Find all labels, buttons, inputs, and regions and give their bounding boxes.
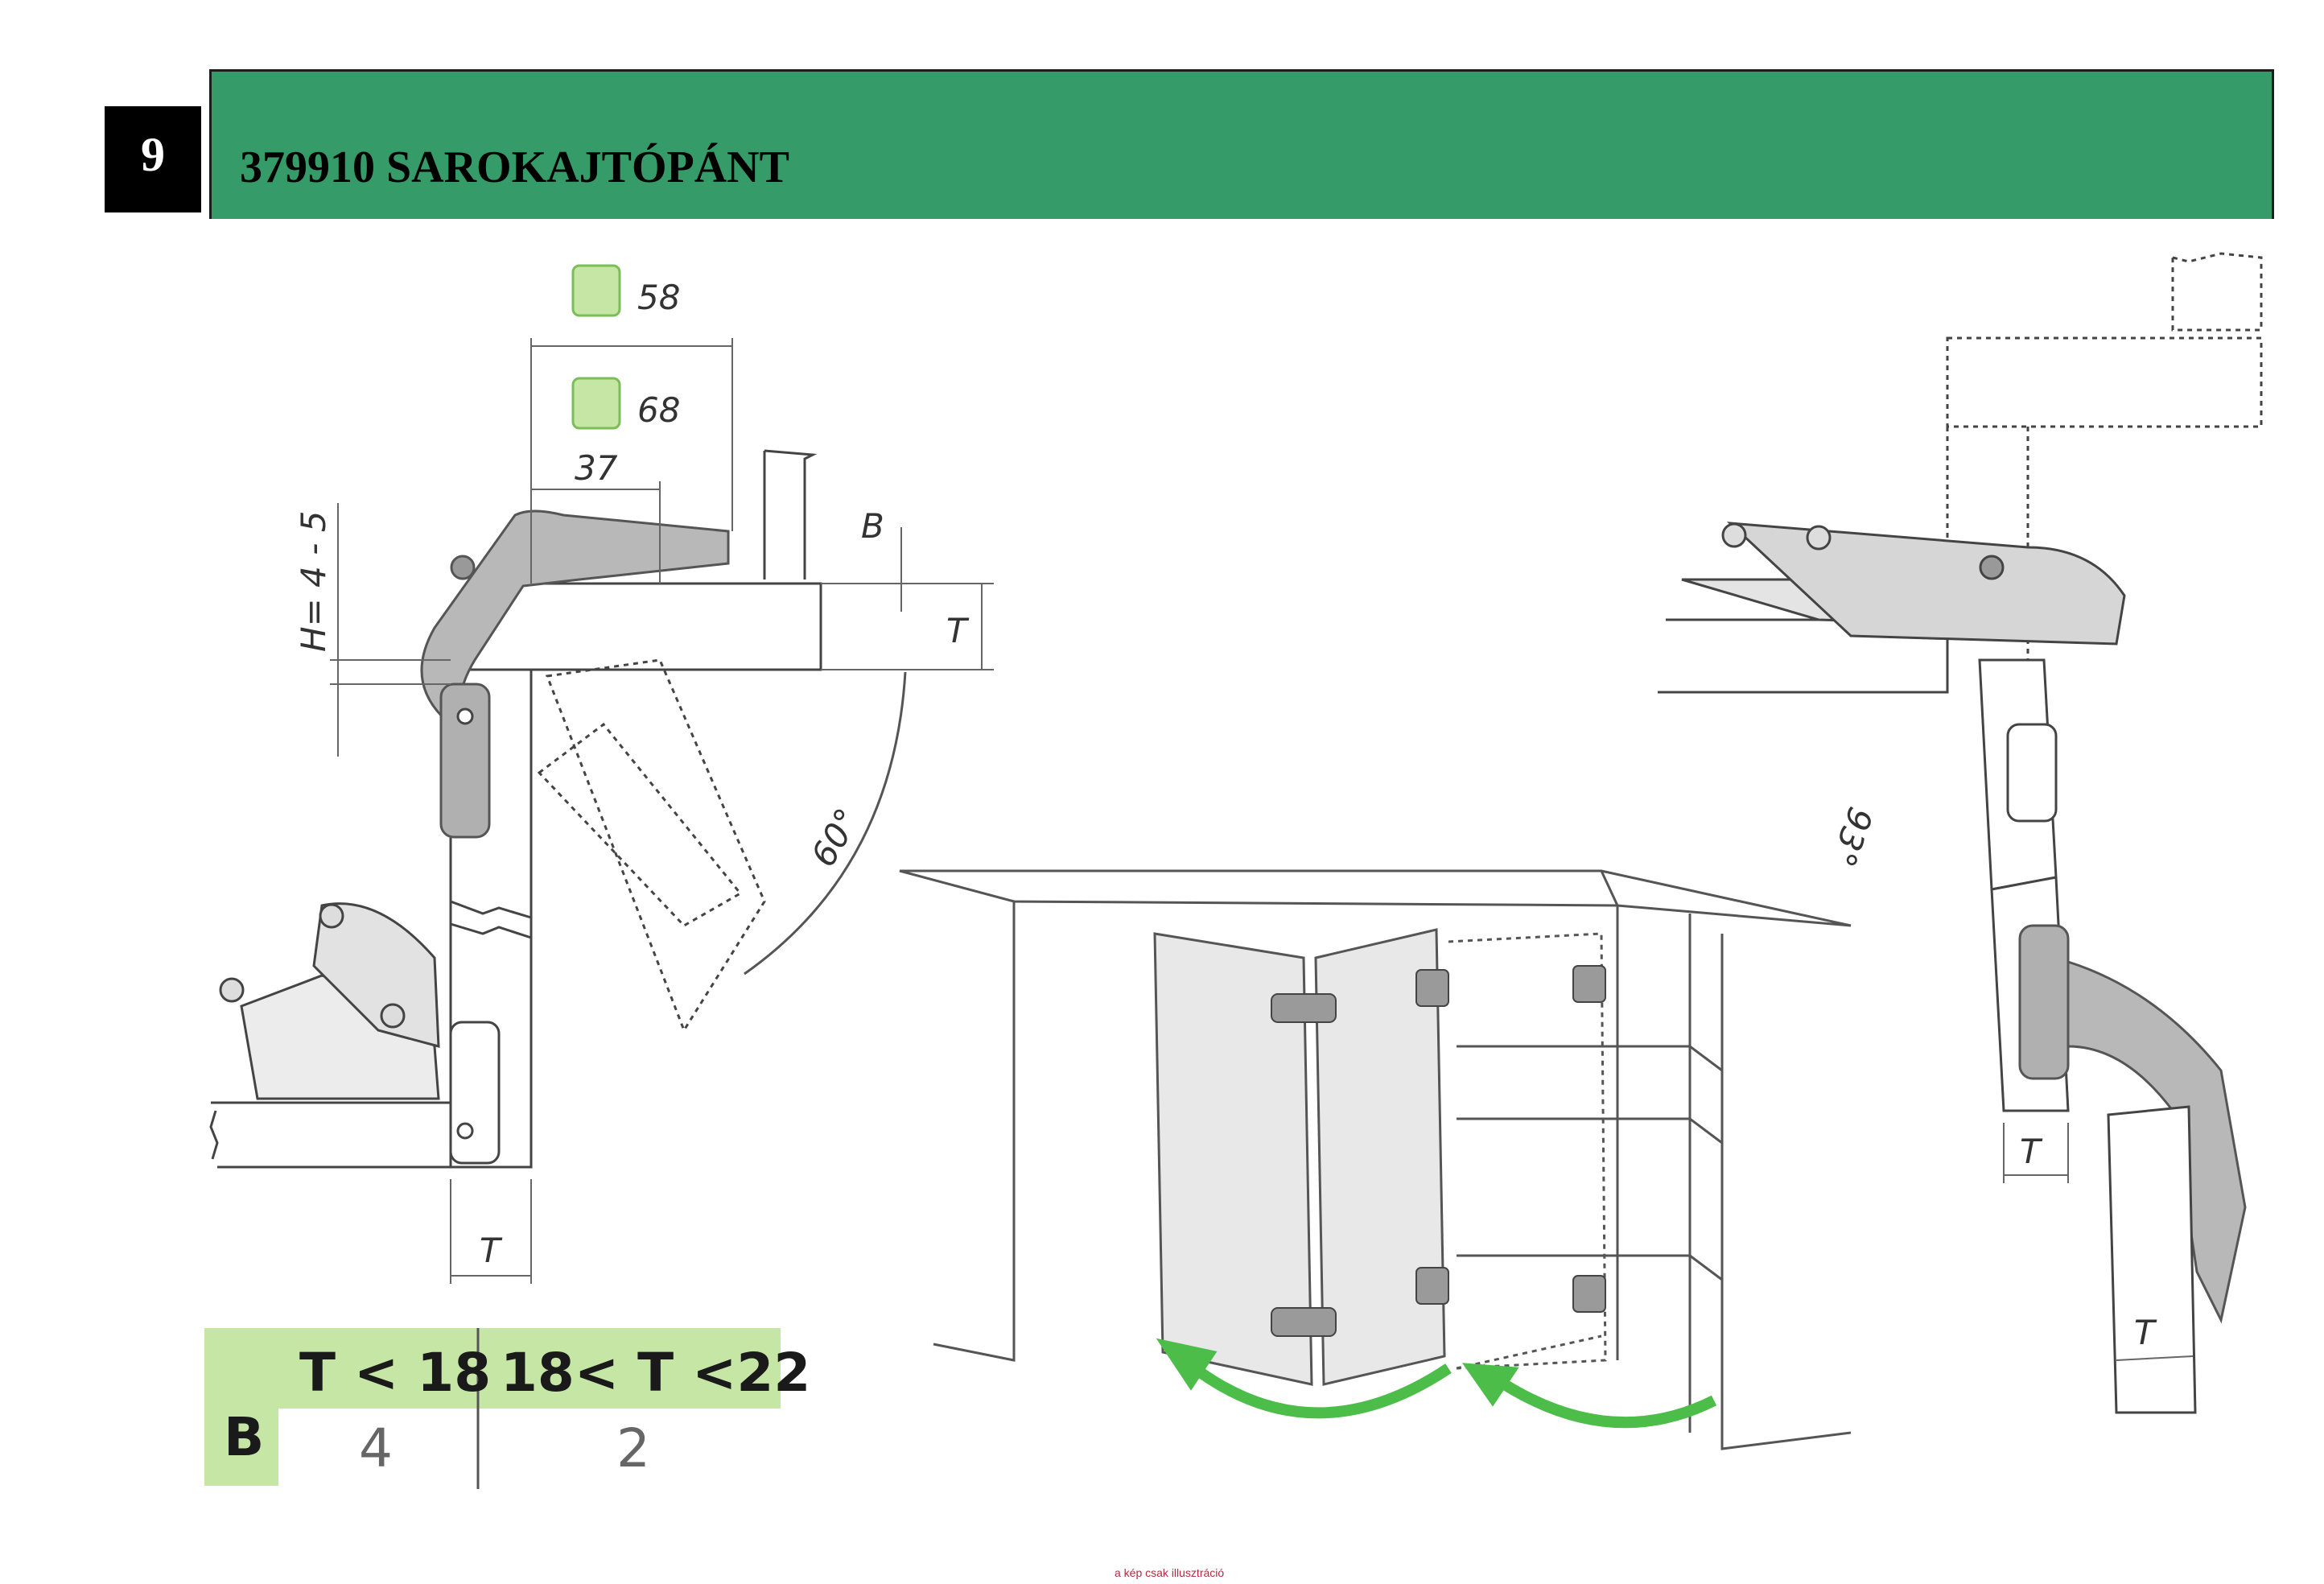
dim-t-top: T [946,611,970,650]
dim-t-right-lower: T [2134,1313,2157,1352]
table-value-col2: 2 [616,1417,650,1479]
gap-table: T < 18 18< T <22 B 4 2 [204,1328,810,1489]
dim-t-bottom: T [480,1231,503,1270]
dim-h: H= 4 - 5 [294,511,333,652]
angle-60: 60° [803,802,867,873]
corner-cabinet-illustration [899,869,1852,1450]
table-row-label-b: B [224,1406,264,1468]
table-value-col1: 4 [359,1417,393,1479]
angle-93: 93° [1823,802,1881,872]
illustration-caption: a kép csak illusztráció [1115,1566,1225,1579]
table-header-bg [204,1328,781,1409]
right-hinge-diagram [1658,252,2263,1414]
page-title: 379910 SAROKAJTÓPÁNT [240,142,789,192]
dim-37: 37 [575,448,618,488]
dim-58: 58 [637,278,680,317]
table-header-t-18-22: 18< T <22 [501,1342,810,1404]
dim-68: 68 [637,390,680,430]
dim-b: B [861,506,884,546]
left-hinge-diagram [209,264,994,1284]
title-bar [209,69,2274,219]
table-header-t-lt-18: T < 18 [299,1342,491,1404]
table-rowlabel-bg [204,1328,278,1486]
dim-t-right: T [2020,1132,2043,1171]
page-number: 9 [105,106,201,212]
